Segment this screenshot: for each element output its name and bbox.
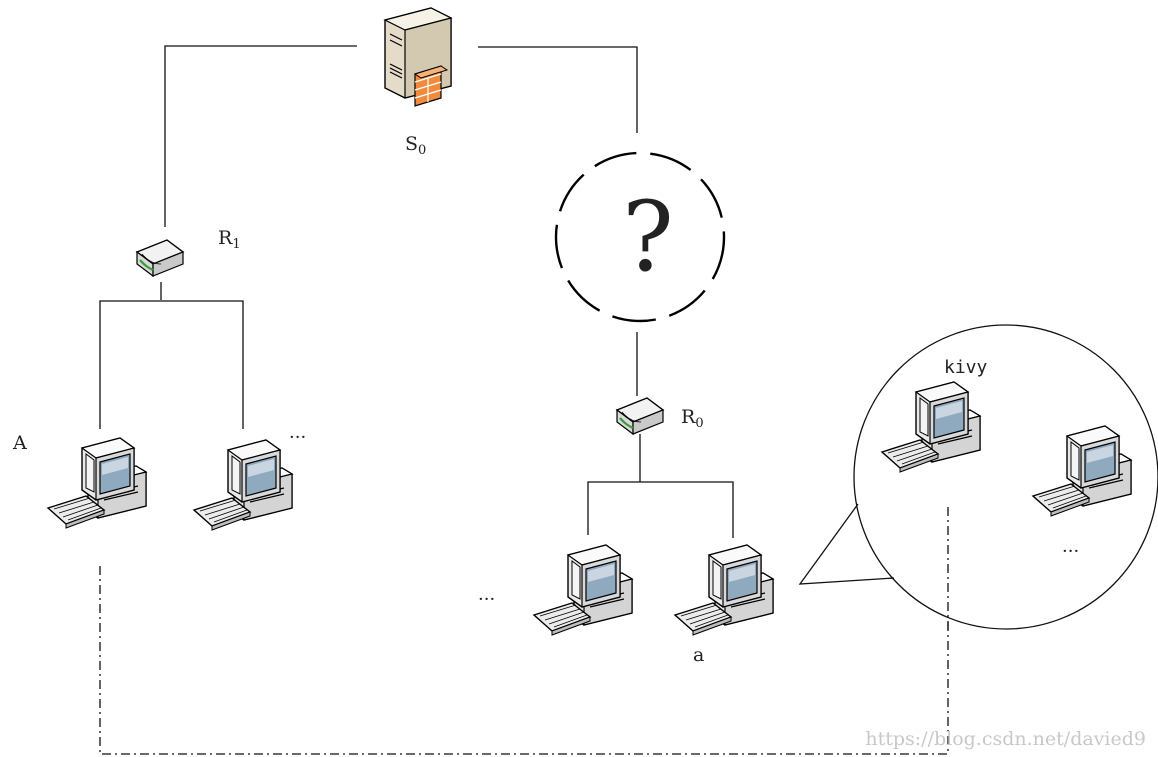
zoom-callout: kivy ··· [798, 324, 1158, 630]
ellipsis-mid: ··· [478, 589, 495, 610]
connection-lines [99, 45, 949, 755]
ellipsis-zoom: ··· [1062, 541, 1079, 562]
host-kivy-label: kivy [944, 357, 988, 378]
server-icon [383, 7, 453, 107]
unknown-network-mark: ? [622, 181, 673, 293]
router-icon [615, 396, 665, 436]
watermark-text: https://blog.csdn.net/davied9 [865, 728, 1146, 750]
computer-icon [533, 544, 633, 636]
ellipsis-left: ··· [289, 427, 306, 448]
host-A-label: A [12, 432, 27, 454]
computer-icon [674, 544, 774, 636]
host-a-label: a [693, 644, 704, 666]
cloud-unknown-icon: ? [554, 151, 726, 323]
server-label: S0 [405, 133, 426, 158]
router-r1-label: R1 [218, 227, 241, 252]
computer-icon [193, 439, 293, 531]
router-icon [135, 238, 185, 278]
router-r0-label: R0 [681, 406, 704, 431]
computer-icon [47, 437, 147, 529]
